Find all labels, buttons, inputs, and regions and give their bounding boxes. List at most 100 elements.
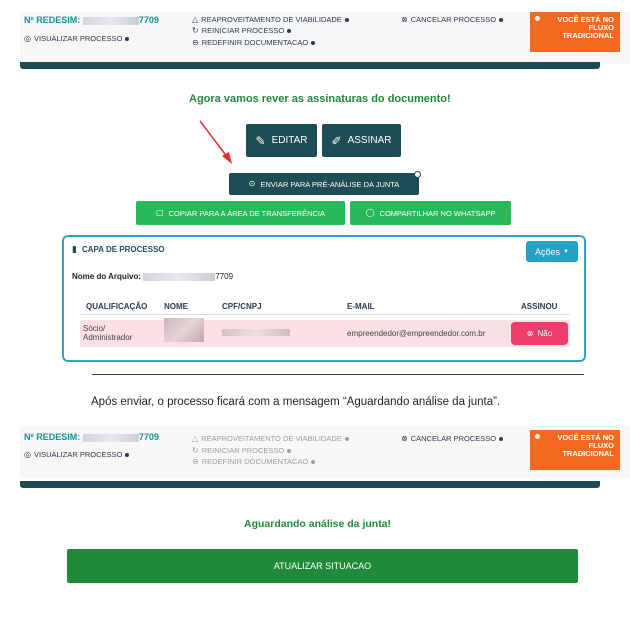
fluxo-tradicional-badge-2: VOCÊ ESTÁ NO FLUXO TRADICIONAL: [530, 430, 620, 470]
fluxo-line3: TRADICIONAL: [562, 31, 614, 40]
cancelar-label: CANCELAR PROCESSO: [410, 434, 497, 443]
cancelar-processo-link-2[interactable]: ⊗ CANCELAR PROCESSO: [401, 433, 504, 443]
editar-label: EDITAR: [271, 135, 308, 146]
col-qualificacao: QUALIFICAÇÃO: [86, 302, 148, 311]
fluxo-line1: VOCÊ ESTÁ NO: [557, 15, 614, 24]
copiar-label: COPIAR PARA A ÁREA DE TRANSFERÊNCIA: [168, 208, 325, 218]
dot-icon: [499, 17, 504, 22]
dot-icon: [287, 28, 292, 33]
redesim-number: Nº REDESIM: 7709: [24, 15, 159, 25]
edit-icon: ✎: [255, 133, 266, 148]
capa-processo-heading: ▮ CAPA DE PROCESSO: [72, 244, 165, 255]
acoes-dropdown[interactable]: Ações ▼: [526, 241, 578, 262]
recycle-icon: △: [192, 14, 199, 24]
fluxo-line2: FLUXO: [588, 441, 614, 450]
atualizar-situacao-button[interactable]: ATUALIZAR SITUACAO: [67, 549, 578, 583]
eye-icon: ◎: [24, 33, 31, 43]
fluxo-line3: TRADICIONAL: [562, 449, 614, 458]
redesim-suffix: 7709: [138, 15, 159, 25]
document-icon: ▮: [72, 244, 77, 254]
reaproveitamento-label: REAPROVEITAMENTO DE VIABILIDADE: [201, 15, 342, 24]
review-title: Agora vamos rever as assinaturas do docu…: [189, 93, 451, 105]
visualizar-processo-link-2[interactable]: ◎ VISUALIZAR PROCESSO: [24, 449, 130, 459]
redacted-value: [82, 16, 139, 25]
col-cpf-cnpj: CPF/CNPJ: [222, 302, 262, 311]
fluxo-tradicional-badge: VOCÊ ESTÁ NO FLUXO TRADICIONAL: [530, 12, 620, 52]
copiar-button[interactable]: ▢ COPIAR PARA A ÁREA DE TRANSFERÊNCIA: [136, 201, 345, 225]
qualificacao-line2: Administrador: [83, 333, 133, 342]
visualizar-processo-link[interactable]: ◎ VISUALIZAR PROCESSO: [24, 33, 130, 43]
qualificacao-line1: Sócio/: [83, 324, 106, 333]
back-circle-icon: ⊖: [192, 37, 199, 47]
redesim-suffix: 7709: [138, 432, 159, 442]
redesim-number-2: Nº REDESIM: 7709: [24, 432, 159, 442]
cancelar-label: CANCELAR PROCESSO: [410, 15, 497, 24]
acoes-label: Ações: [535, 246, 561, 257]
fluxo-line2: FLUXO: [588, 23, 614, 32]
section-divider: [92, 374, 584, 375]
col-email: E-MAIL: [347, 302, 375, 311]
cell-qualificacao: Sócio/ Administrador: [83, 324, 132, 342]
visualizar-label: VISUALIZAR PROCESSO: [33, 450, 123, 459]
enviar-pre-analise-button[interactable]: ⊙ ENVIAR PARA PRÉ-ANÁLISE DA JUNTA: [229, 173, 419, 195]
cancel-circle-icon: ⊗: [401, 433, 408, 443]
reiniciar-link-2: ↻ REINICIAR PROCESSO: [192, 445, 292, 455]
redefinir-link-2: ⊖ REDEFINIR DOCUMENTACAO: [192, 456, 316, 466]
header-bottom-strip: [20, 62, 600, 69]
cell-email: empreendedor@empreendedor.com.br: [347, 329, 486, 338]
cancelar-processo-link[interactable]: ⊗ CANCELAR PROCESSO: [401, 15, 504, 24]
reiniciar-label: REINICIAR PROCESSO: [201, 26, 285, 35]
editar-button[interactable]: ✎ EDITAR: [246, 124, 317, 157]
dot-icon: [344, 436, 349, 441]
reaproveitamento-link-2: △ REAPROVEITAMENTO DE VIABILIDADE: [192, 434, 349, 443]
assinou-nao-badge[interactable]: ⊗ Não: [511, 322, 568, 345]
notification-dot-icon: [414, 171, 421, 178]
eye-icon: ◎: [24, 449, 31, 459]
send-circle-icon: ⊙: [248, 179, 256, 188]
dot-icon: [535, 434, 540, 439]
table-row: [80, 320, 570, 347]
back-circle-icon: ⊖: [192, 456, 199, 466]
redefinir-link[interactable]: ⊖ REDEFINIR DOCUMENTACAO: [192, 37, 316, 47]
nome-arquivo: Nome do Arquivo: 7709: [72, 272, 233, 281]
redesim-label: Nº REDESIM:: [24, 432, 81, 442]
whatsapp-button[interactable]: ◯ COMPARTILHAR NO WHATSAPP: [350, 201, 511, 225]
reaproveitamento-link[interactable]: △ REAPROVEITAMENTO DE VIABILIDADE: [192, 15, 349, 24]
cancel-circle-icon: ⊗: [526, 328, 534, 338]
redesim-label: Nº REDESIM:: [24, 15, 81, 25]
reiniciar-label: REINICIAR PROCESSO: [201, 446, 285, 455]
arquivo-suffix: 7709: [215, 272, 234, 281]
redacted-value: [82, 433, 139, 442]
recycle-icon: △: [192, 433, 199, 443]
fluxo-line1: VOCÊ ESTÁ NO: [557, 433, 614, 442]
dot-icon: [344, 17, 349, 22]
refresh-icon: ↻: [192, 445, 199, 455]
assinar-label: ASSINAR: [347, 135, 392, 146]
redacted-value: [143, 272, 216, 281]
col-nome: NOME: [164, 302, 188, 311]
dot-icon: [535, 16, 540, 21]
status-title: Aguardando análise da junta!: [244, 518, 392, 530]
redacted-cpf: [222, 329, 290, 336]
dot-icon: [499, 436, 504, 441]
caret-down-icon: ▼: [563, 248, 569, 255]
nao-label: Não: [537, 329, 553, 338]
dot-icon: [287, 448, 292, 453]
capa-title: CAPA DE PROCESSO: [81, 245, 165, 254]
redacted-name: [164, 318, 204, 342]
whatsapp-icon: ◯: [365, 208, 375, 217]
clipboard-icon: ▢: [156, 208, 164, 217]
pen-icon: ✐: [331, 133, 342, 148]
refresh-icon: ↻: [192, 25, 199, 35]
arquivo-label: Nome do Arquivo:: [72, 272, 142, 281]
visualizar-label: VISUALIZAR PROCESSO: [33, 34, 123, 43]
reiniciar-link[interactable]: ↻ REINICIAR PROCESSO: [192, 25, 292, 35]
assinar-button[interactable]: ✐ ASSINAR: [322, 124, 401, 157]
dot-icon: [311, 459, 316, 464]
dot-icon: [125, 452, 130, 457]
enviar-label: ENVIAR PARA PRÉ-ANÁLISE DA JUNTA: [260, 179, 400, 189]
annotation-arrow-icon: [199, 120, 232, 164]
table-divider: [80, 314, 570, 315]
instruction-caption: Após enviar, o processo ficará com a men…: [91, 396, 501, 408]
redefinir-label: REDEFINIR DOCUMENTACAO: [201, 457, 309, 466]
